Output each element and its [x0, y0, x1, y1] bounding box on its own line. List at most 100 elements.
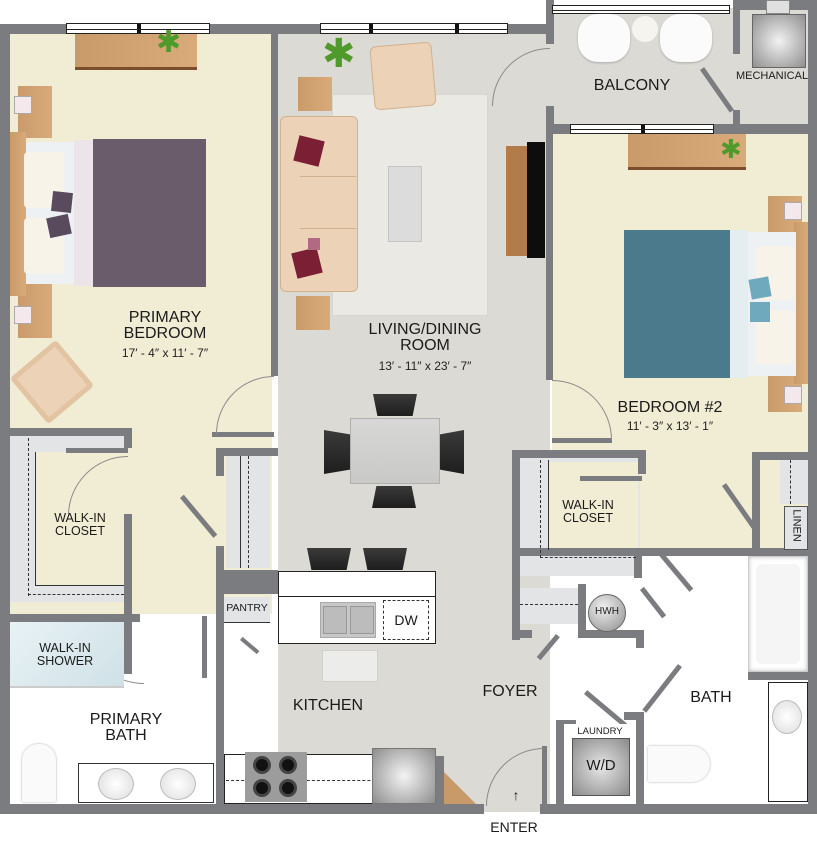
- window-living: [320, 23, 508, 34]
- wall-mechanical: [733, 0, 740, 54]
- toilet-primary: [22, 744, 56, 802]
- wall-living-left: [271, 34, 278, 376]
- closet-rod-primary: [28, 438, 29, 596]
- wall-bed2-closet-stub: [638, 450, 646, 474]
- walk-in-shower[interactable]: [10, 622, 124, 688]
- dims-living-dining: 13′ - 11″ x 23′ - 7″: [378, 359, 472, 373]
- wall-bath-left-top: [636, 630, 644, 648]
- dresser-bedroom2: [628, 134, 746, 170]
- hot-water-heater[interactable]: [588, 594, 626, 632]
- door-panel-pantry[interactable]: [240, 636, 260, 655]
- burner-icon: [253, 756, 271, 774]
- label-balcony: BALCONY: [593, 77, 671, 94]
- burner-icon: [253, 779, 271, 797]
- sink-basin: [350, 606, 374, 634]
- wall-hall-closet-left-top: [216, 448, 224, 476]
- wall-hall-closet-bottom: [216, 570, 278, 594]
- bar-stool: [363, 548, 407, 570]
- plant-icon: ✱: [156, 26, 182, 59]
- closet-rod-primary: [28, 594, 124, 595]
- label-foyer: FOYER: [482, 683, 538, 700]
- accent-pillow: [750, 302, 770, 322]
- tv: [527, 142, 545, 258]
- label-primary-closet: WALK-IN CLOSET: [54, 511, 106, 538]
- balcony-table: [632, 16, 658, 42]
- wall-exterior-top-left: [0, 24, 550, 34]
- closet-shelf-edge: [240, 456, 241, 568]
- pantry[interactable]: [224, 597, 270, 623]
- utility-rod: [520, 604, 578, 605]
- wall-bed2-closet-top: [512, 450, 646, 458]
- lamp-icon: [14, 306, 32, 324]
- linen-closet[interactable]: [784, 506, 808, 550]
- wall-bed2-closet-door-stop: [580, 476, 642, 481]
- label-walk-in-shower: WALK-IN SHOWER: [36, 641, 94, 668]
- wall-bed2-bottom: [516, 548, 816, 556]
- washer-dryer[interactable]: [572, 738, 630, 796]
- counter-edge: [226, 780, 436, 781]
- kitchen-island-bar: [278, 571, 436, 597]
- sofa-cushion-line: [300, 176, 356, 177]
- label-linen: LINEN: [790, 509, 803, 542]
- dishwasher[interactable]: [383, 600, 429, 640]
- label-bedroom2-closet: WALK-IN CLOSET: [562, 498, 614, 525]
- wall-primary-closet-stub: [124, 428, 132, 448]
- toilet-bath: [648, 746, 710, 782]
- lamp-icon: [784, 386, 802, 404]
- wall-linen-left: [752, 452, 760, 552]
- burner-icon: [279, 756, 297, 774]
- dims-bedroom2: 11′ - 3″ x 13′ - 1″: [626, 419, 714, 433]
- wall-utility-bottom: [512, 630, 532, 638]
- mechanical-vent: [766, 0, 790, 14]
- door-panel-laundry[interactable]: [584, 690, 628, 728]
- plant-icon: ✱: [322, 32, 356, 76]
- dining-table: [350, 418, 440, 484]
- lamp-icon: [14, 96, 32, 114]
- balcony-chair: [660, 14, 712, 62]
- refrigerator[interactable]: [372, 748, 436, 804]
- sink-basin: [323, 606, 347, 634]
- bedspread-primary: [93, 139, 206, 287]
- plant-icon: ✱: [720, 134, 742, 164]
- window-balcony-rail: [552, 5, 730, 14]
- linen-rod: [790, 460, 791, 504]
- wall-hall-closet-left: [216, 546, 224, 814]
- accent-pillow: [748, 276, 772, 300]
- wall-balcony-left-lower: [546, 106, 554, 132]
- wall-laundry-left: [556, 720, 564, 814]
- wall-primary-bath-door-stop: [202, 616, 207, 678]
- label-living-dining: LIVING/DINING ROOM: [368, 321, 482, 355]
- wall-laundry-top-right: [624, 712, 642, 720]
- bedspread-bed2: [624, 230, 730, 378]
- dining-chair: [372, 486, 416, 508]
- bathtub-basin: [756, 564, 800, 664]
- balcony-chair: [578, 14, 630, 62]
- wall-exterior-left: [0, 24, 10, 814]
- floorplan: ✱ ✱ ✱: [0, 0, 817, 835]
- wall-primary-closet-door-stop: [66, 448, 128, 453]
- label-enter[interactable]: ENTER: [490, 819, 538, 835]
- side-table-bottom: [296, 296, 330, 330]
- closet-shelf-edge: [35, 452, 36, 586]
- wall-bed2-closet-left: [512, 450, 520, 640]
- wall-bath-vanity-top: [748, 672, 810, 680]
- utility-shelf: [520, 588, 580, 624]
- wall-hall-closet-top: [216, 448, 278, 456]
- label-laundry: LAUNDRY: [577, 726, 623, 737]
- dining-chair: [324, 430, 350, 474]
- bar-stool: [307, 548, 351, 570]
- label-hot-water-heater: HWH: [595, 606, 619, 617]
- arrow-up-icon: ↑: [512, 787, 520, 803]
- dining-chair: [373, 394, 417, 416]
- coffee-table: [388, 166, 422, 242]
- label-pantry: PANTRY: [226, 602, 268, 614]
- wall-door-stop-living: [212, 432, 274, 437]
- burner-icon: [279, 779, 297, 797]
- wall-linen-top: [752, 452, 816, 460]
- closet-rod-hall: [248, 456, 249, 568]
- dining-chair: [440, 430, 464, 474]
- wall-bed2-door-stop: [552, 438, 612, 443]
- linen-shelf: [780, 460, 808, 504]
- wall-hwh-box: [578, 584, 586, 636]
- accent-pillow-small: [308, 238, 320, 250]
